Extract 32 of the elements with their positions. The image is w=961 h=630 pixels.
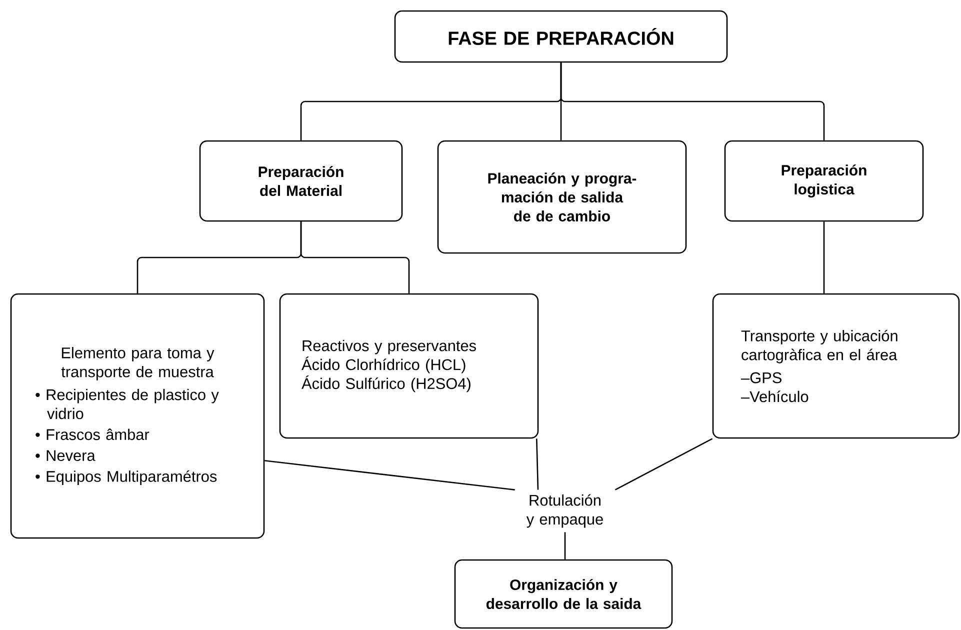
box-heading: Elemento para toma y transporte de muestra bbox=[61, 347, 214, 380]
connector-line bbox=[564, 532, 566, 560]
box-text: Transporte y ubicación cartogràfica en el área bbox=[741, 330, 898, 364]
box-text: Organización y desarrollo de la saida bbox=[486, 578, 642, 609]
process-box bbox=[712, 293, 960, 439]
connector-line bbox=[823, 222, 825, 294]
process-box bbox=[437, 140, 687, 254]
bullet-item: • Equipos Multiparamétros bbox=[36, 470, 217, 485]
box-text: Preparación del Material bbox=[258, 166, 344, 196]
box-text: –GPS bbox=[741, 372, 782, 384]
connector-line bbox=[536, 438, 539, 490]
connector-line bbox=[614, 438, 713, 490]
box-text: –Vehículo bbox=[741, 390, 808, 402]
bullet-item: • Frascos âmbar bbox=[36, 428, 150, 440]
heading-box bbox=[394, 10, 728, 63]
box-text: Ácido Sulfúrico (H2SO4) bbox=[302, 376, 470, 392]
process-box bbox=[10, 293, 265, 539]
connector-line bbox=[300, 222, 410, 294]
box-text: Reactivos y preservantes bbox=[302, 340, 476, 354]
process-box bbox=[454, 559, 673, 629]
process-box bbox=[279, 293, 539, 439]
box-text: FASE DE PREPARACIÓN bbox=[448, 28, 674, 45]
process-box bbox=[199, 140, 403, 222]
box-text: Rotulación y empaque bbox=[526, 494, 603, 528]
connector-line bbox=[560, 62, 825, 140]
bullet-item: • Nevera bbox=[36, 450, 96, 461]
box-text: Ácido Clorhídrico (HCL) bbox=[302, 356, 466, 374]
connector-line bbox=[264, 460, 515, 490]
process-box bbox=[724, 140, 924, 222]
box-text: Preparación logistica bbox=[782, 164, 866, 198]
bullet-item: • Recipientes de plastico y vidrio bbox=[36, 388, 219, 420]
box-text: Planeación y progra- mación de salida de de cambio bbox=[488, 172, 636, 222]
